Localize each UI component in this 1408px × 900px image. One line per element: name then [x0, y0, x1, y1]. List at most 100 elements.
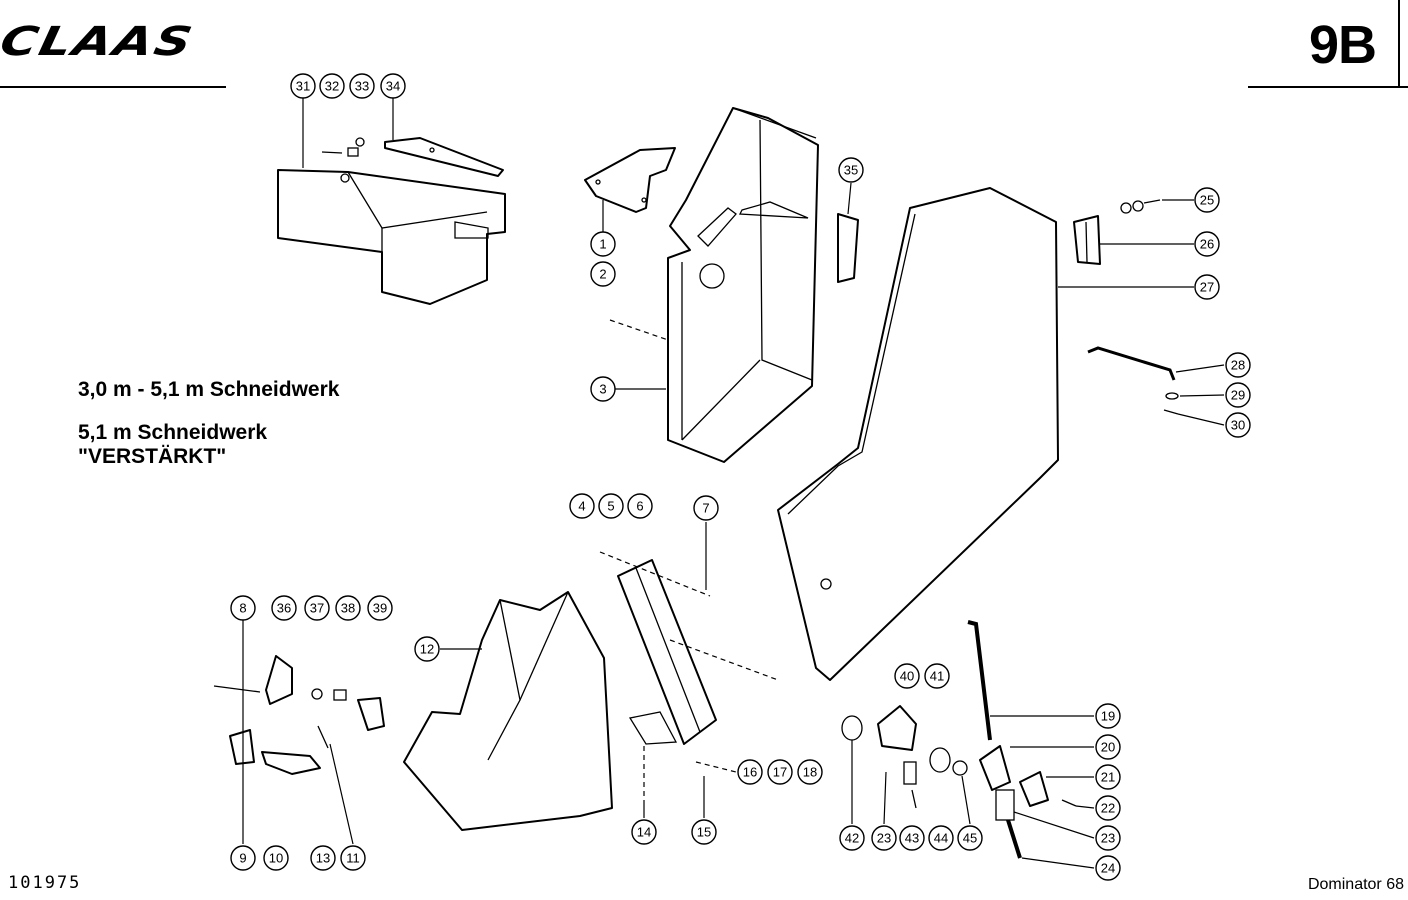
callout-1: 1 — [590, 231, 616, 257]
svg-text:17: 17 — [773, 765, 787, 780]
svg-text:20: 20 — [1101, 740, 1115, 755]
callout-41: 41 — [924, 663, 950, 689]
callout-16: 16 — [737, 759, 763, 785]
callout-9: 9 — [230, 845, 256, 871]
svg-text:44: 44 — [934, 831, 948, 846]
callout-36: 36 — [271, 595, 297, 621]
svg-text:6: 6 — [636, 499, 643, 514]
callout-39: 39 — [367, 595, 393, 621]
callout-33: 33 — [349, 73, 375, 99]
callout-31: 31 — [290, 73, 316, 99]
header-rule-right — [1248, 86, 1408, 88]
header-rule-vertical — [1398, 0, 1400, 86]
part-34-angle-bracket — [384, 137, 504, 177]
callout-23: 23 — [1095, 825, 1121, 851]
svg-text:40: 40 — [900, 669, 914, 684]
callout-11: 11 — [340, 845, 366, 871]
svg-text:29: 29 — [1231, 388, 1245, 403]
callout-35: 35 — [838, 157, 864, 183]
svg-text:22: 22 — [1101, 801, 1115, 816]
svg-text:4: 4 — [578, 499, 585, 514]
callout-7: 7 — [693, 495, 719, 521]
part-12-curved-shield — [403, 591, 613, 831]
callout-15: 15 — [691, 819, 717, 845]
callout-10: 10 — [263, 845, 289, 871]
svg-text:25: 25 — [1200, 193, 1214, 208]
model-name: Dominator 68 — [1307, 876, 1404, 893]
svg-text:5: 5 — [607, 499, 614, 514]
leader-lines — [242, 97, 1225, 869]
svg-text:34: 34 — [386, 79, 400, 94]
part-25-bolt — [1120, 199, 1161, 214]
svg-text:41: 41 — [930, 669, 944, 684]
callout-6: 6 — [627, 493, 653, 519]
svg-text:21: 21 — [1101, 770, 1115, 785]
svg-text:8: 8 — [239, 601, 246, 616]
callout-27: 27 — [1194, 274, 1220, 300]
svg-text:31: 31 — [296, 79, 310, 94]
callout-24: 24 — [1095, 855, 1121, 881]
svg-text:27: 27 — [1200, 280, 1214, 295]
svg-text:12: 12 — [420, 642, 434, 657]
svg-text:35: 35 — [844, 163, 858, 178]
callout-28: 28 — [1225, 352, 1251, 378]
callout-26: 26 — [1194, 231, 1220, 257]
svg-text:30: 30 — [1231, 418, 1245, 433]
svg-text:42: 42 — [845, 831, 859, 846]
svg-text:3: 3 — [599, 382, 606, 397]
callout-22: 22 — [1095, 795, 1121, 821]
header-rule-left — [0, 86, 226, 88]
callout-13: 13 — [310, 845, 336, 871]
svg-text:24: 24 — [1101, 861, 1115, 876]
callout-32: 32 — [319, 73, 345, 99]
part-3-side-panel — [667, 107, 819, 463]
callout-45: 45 — [957, 825, 983, 851]
svg-text:7: 7 — [702, 501, 709, 516]
svg-text:10: 10 — [269, 851, 283, 866]
callout-14: 14 — [631, 819, 657, 845]
svg-text:16: 16 — [743, 765, 757, 780]
callout-37: 37 — [304, 595, 330, 621]
callout-4: 4 — [569, 493, 595, 519]
callout-38: 38 — [335, 595, 361, 621]
callout-29: 29 — [1225, 382, 1251, 408]
callout-5: 5 — [598, 493, 624, 519]
part-6-channel — [617, 559, 717, 745]
svg-text:19: 19 — [1101, 709, 1115, 724]
svg-text:28: 28 — [1231, 358, 1245, 373]
part-26-hinge — [1073, 215, 1101, 265]
part-27-large-cover — [777, 187, 1059, 681]
callout-12: 12 — [414, 636, 440, 662]
callout-42: 42 — [839, 825, 865, 851]
svg-text:1: 1 — [599, 237, 606, 252]
part-31-shield-box — [277, 169, 506, 305]
svg-text:11: 11 — [346, 851, 360, 866]
svg-text:43: 43 — [905, 831, 919, 846]
caption-verstaerkt: "VERSTÄRKT" — [78, 445, 227, 468]
callout-17: 17 — [767, 759, 793, 785]
callout-3: 3 — [590, 376, 616, 402]
parts-19-45-mechanism — [841, 620, 1077, 859]
callout-40: 40 — [894, 663, 920, 689]
svg-text:39: 39 — [373, 601, 387, 616]
document-number: 101975 — [8, 873, 82, 893]
svg-text:23: 23 — [1101, 831, 1115, 846]
part-1-bracket — [584, 147, 676, 213]
callout-25: 25 — [1194, 187, 1220, 213]
svg-text:14: 14 — [637, 825, 651, 840]
svg-text:36: 36 — [277, 601, 291, 616]
callout-21: 21 — [1095, 764, 1121, 790]
parts-8-39-fasteners — [213, 655, 385, 775]
caption-size-range: 3,0 m - 5,1 m Schneidwerk — [78, 378, 340, 401]
svg-text:37: 37 — [310, 601, 324, 616]
callout-20: 20 — [1095, 734, 1121, 760]
callout-8: 8 — [230, 595, 256, 621]
svg-text:2: 2 — [599, 267, 606, 282]
page-code: 9B — [1308, 15, 1377, 75]
callout-18: 18 — [797, 759, 823, 785]
svg-text:45: 45 — [963, 831, 977, 846]
svg-text:18: 18 — [803, 765, 817, 780]
